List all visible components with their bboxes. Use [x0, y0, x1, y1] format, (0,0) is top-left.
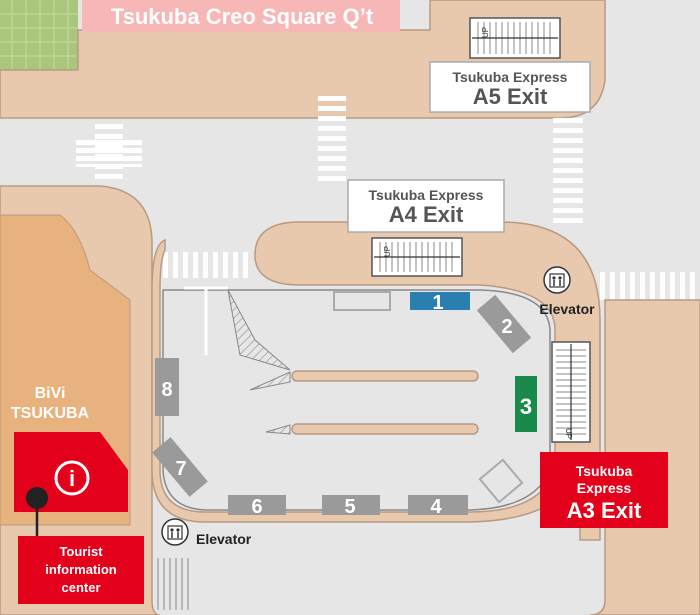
- exit-a4-line2: A4 Exit: [389, 202, 464, 227]
- bus-stop-3: [515, 376, 537, 432]
- bus-stop-4: [408, 495, 468, 515]
- island-lower: [291, 423, 479, 435]
- elevator-icon: [543, 266, 571, 294]
- exit-a5-line2: A5 Exit: [473, 84, 548, 109]
- crosswalk-stripes: [95, 96, 695, 300]
- bus-stop-6-number: 6: [251, 496, 262, 518]
- info-icon-symbol: i: [69, 466, 75, 491]
- bus-stop-4-number: 4: [430, 496, 442, 518]
- bus-stop-1: [410, 292, 470, 310]
- elevator-icon: [161, 518, 189, 546]
- creo-square-banner: [82, 0, 400, 32]
- bus-stop-7-number: 7: [175, 458, 186, 480]
- bus-stop-7: [152, 437, 208, 497]
- creo-square-label: Tsukuba Creo Square Q’t: [111, 4, 374, 29]
- bus-stop-2: [476, 294, 532, 354]
- hatched-zone-1: [227, 289, 291, 371]
- bus-stop-5: [322, 495, 380, 515]
- stairs-a5-up-label: UP: [481, 27, 490, 38]
- crosswalk-north-left: [76, 139, 142, 167]
- exit-a3-box: [540, 452, 668, 528]
- stairs-a3-up-label: UP: [564, 428, 573, 439]
- exit-a4-sign: [347, 179, 505, 233]
- exit-a4-line1: Tsukuba Express: [369, 187, 484, 203]
- tourist-info-line2: information: [45, 562, 117, 577]
- lane-markings: [184, 286, 228, 355]
- stairs-a4: UP: [371, 237, 463, 277]
- exit-a5-line1: Tsukuba Express: [453, 69, 568, 85]
- bus-stop-3-number: 3: [520, 394, 532, 419]
- elevator-southwest-label: Elevator: [196, 531, 252, 547]
- elevator-east: [543, 266, 571, 294]
- bivi-label-line2: TSUKUBA: [11, 405, 90, 422]
- exit-a3-line3: A3 Exit: [567, 498, 642, 523]
- bus-stop-8-number: 8: [161, 379, 172, 401]
- bus-stop-6: [228, 495, 286, 515]
- park-grid: [0, 0, 78, 70]
- exit-a5-sign: [429, 61, 591, 113]
- stairs-a4-up-label: UP: [383, 246, 392, 257]
- exit-a3-line1: Tsukuba: [576, 463, 633, 479]
- hatched-zone-3: [265, 424, 291, 435]
- bus-stop-2-number: 2: [501, 316, 512, 338]
- elevator-east-label: Elevator: [539, 301, 595, 317]
- stairs-a3: UP: [551, 341, 591, 443]
- bus-stop-slot-empty-east: [478, 458, 524, 504]
- tourist-info-line1: Tourist: [59, 544, 103, 559]
- stairs-a5: UP: [469, 17, 561, 59]
- tourist-info-label-box: [18, 536, 144, 604]
- hatched-zone-2: [249, 371, 291, 391]
- exit-a3-line2: Express: [577, 480, 632, 496]
- bivi-label-line1: BiVi: [35, 385, 66, 402]
- bus-stop-8: [155, 358, 179, 416]
- bus-stop-5-number: 5: [344, 496, 355, 518]
- bus-stop-1-number: 1: [432, 292, 443, 314]
- island-upper: [291, 370, 479, 382]
- tourist-info-line3: center: [61, 580, 100, 595]
- elevator-southwest: [161, 518, 189, 546]
- park-area: [0, 0, 78, 70]
- southwest-steps: [157, 558, 189, 610]
- bus-stop-slot-empty: [333, 291, 391, 311]
- info-icon: [54, 460, 90, 496]
